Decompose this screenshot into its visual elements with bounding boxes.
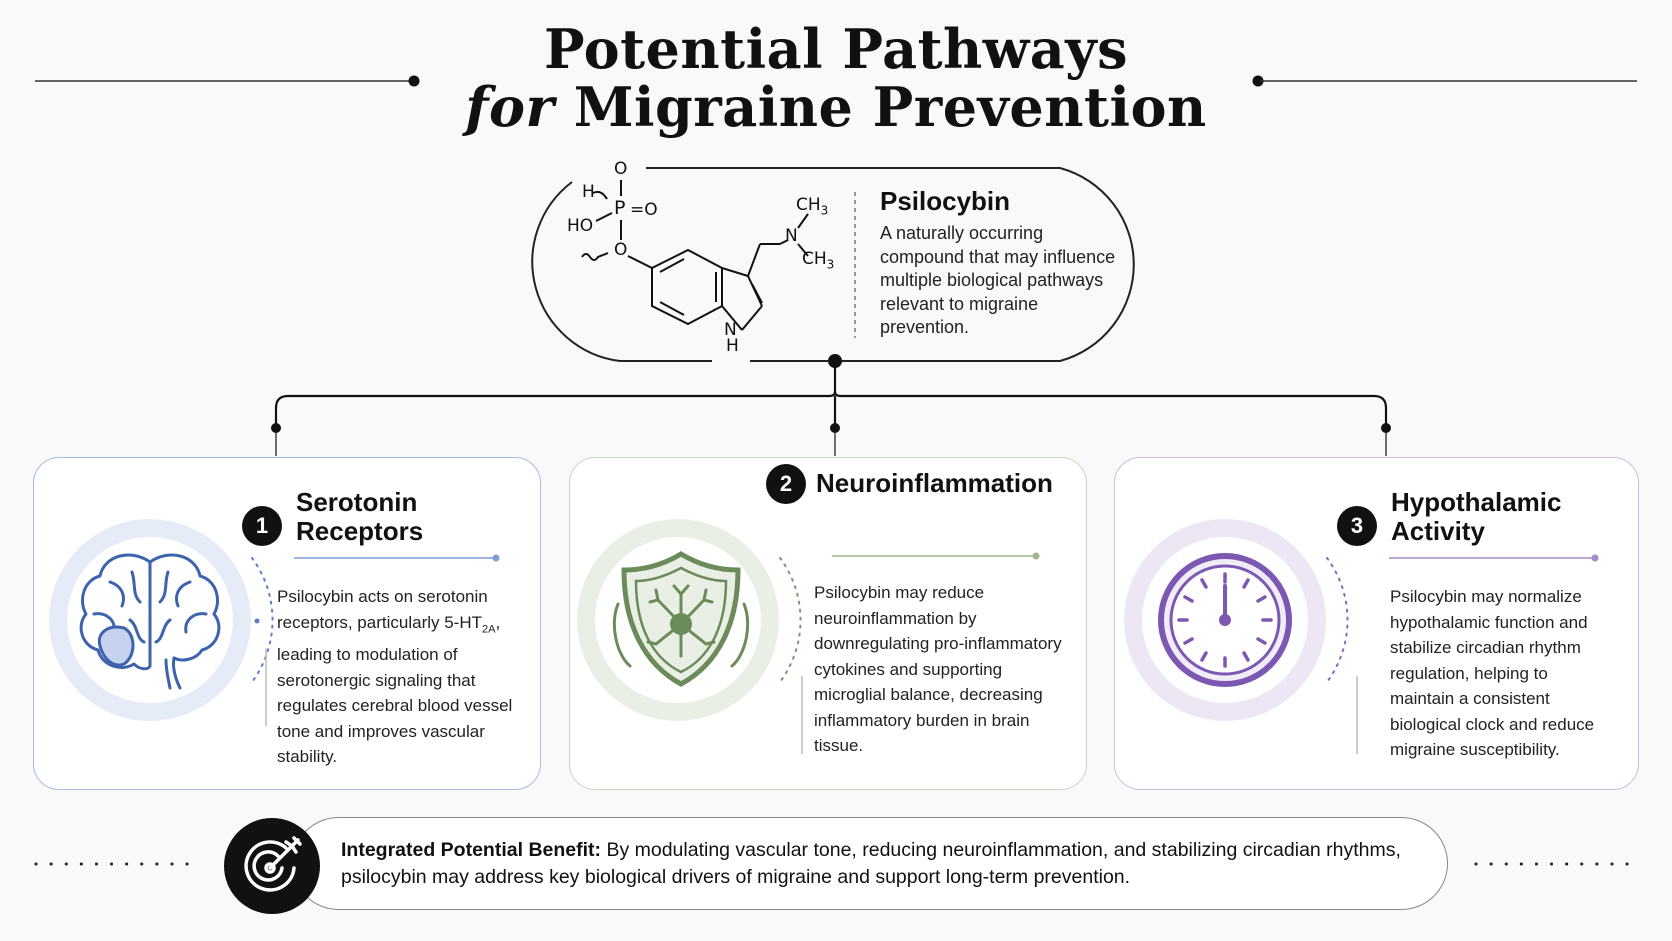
pathway-card-neuroinflammation: 2 Neuroinflammation Psilocybin may reduc… — [569, 457, 1087, 790]
connector-node — [830, 423, 840, 433]
title-rule-left — [35, 75, 420, 87]
benefit-label: Integrated Potential Benefit: — [341, 839, 602, 861]
title-italic-word: for — [465, 75, 555, 139]
molecule-label-ho: HO — [567, 216, 594, 236]
clock-icon — [1158, 553, 1292, 687]
molecule-label-ch3-top: CH3 — [796, 195, 829, 218]
psilocybin-description: A naturally occurring compound that may … — [880, 223, 1116, 337]
molecule-label-o-link: O — [614, 240, 628, 260]
step-number-badge: 1 — [242, 506, 282, 546]
molecule-label-p: P — [614, 197, 626, 219]
molecule-label-n: N — [785, 226, 798, 246]
molecule-label-nh-n: N — [724, 320, 737, 340]
card-title-line1: Neuroinflammation — [816, 468, 1053, 498]
molecule-label-h: H — [582, 182, 595, 202]
step-number-badge: 2 — [766, 464, 806, 504]
psilocybin-name: Psilocybin — [880, 186, 1011, 216]
molecule-label-o: O — [614, 159, 628, 179]
title-rule-right — [1252, 75, 1637, 87]
integrated-benefit-banner — [292, 817, 1448, 910]
psilocybin-capsule — [531, 167, 1135, 362]
shield-microglia-icon — [612, 551, 750, 687]
step-number-badge: 3 — [1337, 506, 1377, 546]
card-title-line1: Serotonin — [296, 487, 418, 517]
card-description: Psilocybin may reduce neuroinflammation … — [814, 583, 1062, 755]
benefit-body: By modulating vascular tone, reducing ne… — [341, 839, 1401, 888]
page-title-line2: for Migraine Prevention — [436, 78, 1236, 136]
target-icon-badge — [224, 818, 320, 914]
molecule-label-ch3-bottom: CH3 — [802, 249, 835, 272]
card-title-line1: Hypothalamic — [1391, 487, 1562, 517]
pathway-card-hypothalamic: 3 Hypothalamic Activity Psilocybin may n… — [1114, 457, 1639, 790]
title-rest: Migraine Prevention — [554, 75, 1207, 139]
molecule-label-double-o: =O — [630, 200, 658, 220]
psilocybin-molecule — [581, 180, 809, 331]
card-title-line2: Receptors — [296, 516, 424, 546]
target-icon — [244, 836, 302, 892]
connector-hub — [828, 354, 842, 368]
connector-tree — [274, 361, 1388, 456]
connector-node — [1381, 423, 1391, 433]
integrated-benefit-text: Integrated Potential Benefit: By modulat… — [341, 837, 1421, 891]
pathway-card-serotonin: 1 Serotonin Receptors Psilocybin acts on… — [33, 457, 541, 790]
card-description: Psilocybin may normalize hypothalamic fu… — [1390, 587, 1595, 759]
molecule-label-nh-h: H — [726, 336, 739, 356]
page-title: Potential Pathways — [543, 17, 1129, 81]
connector-node — [271, 423, 281, 433]
card-description: Psilocybin acts on serotonin receptors, … — [277, 587, 513, 767]
card-title-line2: Activity — [1391, 516, 1485, 546]
brain-icon — [79, 553, 221, 690]
